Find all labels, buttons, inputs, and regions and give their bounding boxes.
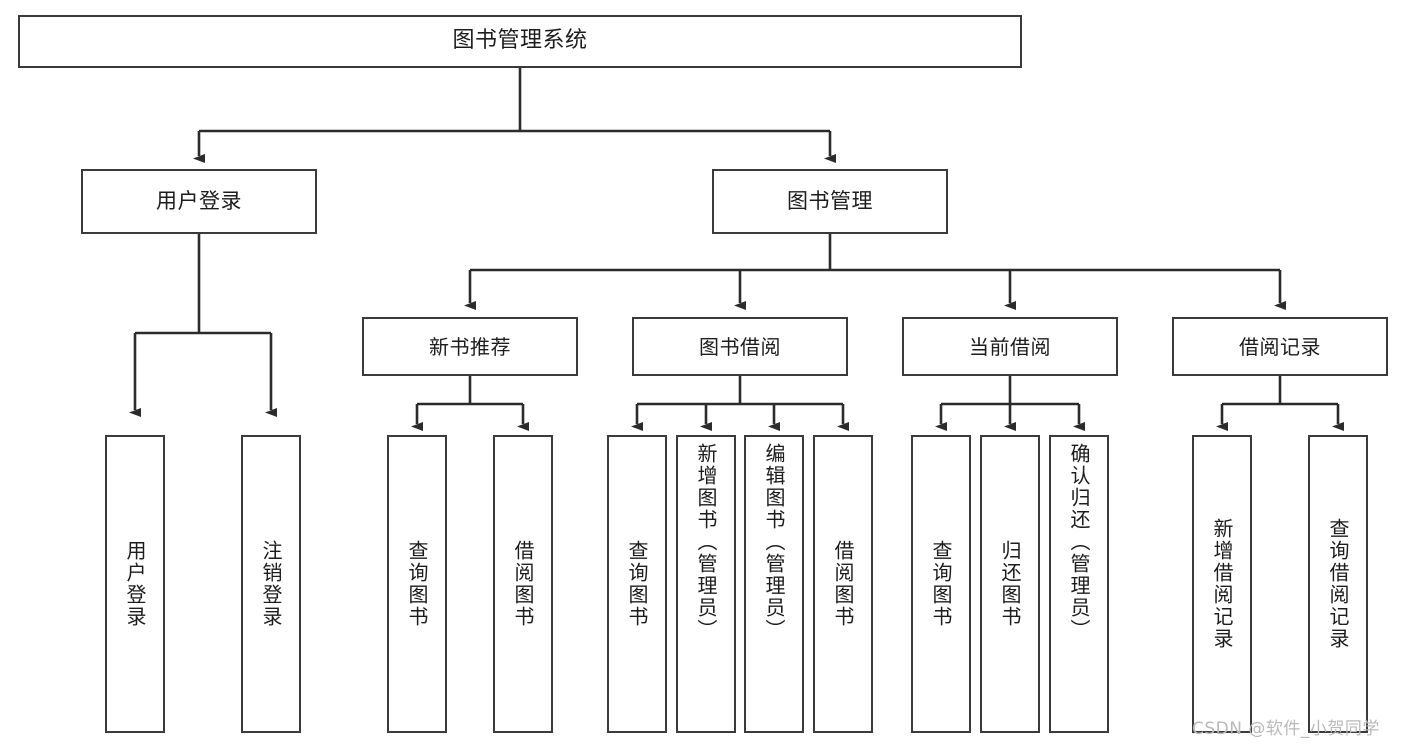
node-label: 查询借阅记录 xyxy=(1326,518,1350,650)
node-label: 图书管理系统 xyxy=(452,28,588,54)
node-label: 用户登录 xyxy=(123,540,147,628)
node-label: 查询图书 xyxy=(929,540,953,628)
node-label: 图书管理 xyxy=(787,188,873,213)
leaf-book-borrow-edit-book-admin[interactable]: 编辑图书（管理员） xyxy=(744,435,804,733)
leaf-user-login-login[interactable]: 用户登录 xyxy=(105,435,165,733)
leaf-borrow-record-add-record[interactable]: 新增借阅记录 xyxy=(1192,435,1252,733)
node-book-management[interactable]: 图书管理 xyxy=(712,169,948,234)
leaf-new-book-query-book[interactable]: 查询图书 xyxy=(387,435,447,733)
leaf-new-book-borrow-book[interactable]: 借阅图书 xyxy=(493,435,553,733)
leaf-book-borrow-add-book-admin[interactable]: 新增图书（管理员） xyxy=(676,435,736,733)
node-new-book-recommend[interactable]: 新书推荐 xyxy=(362,317,578,376)
node-root-book-management-system[interactable]: 图书管理系统 xyxy=(18,15,1022,68)
node-label: 查询图书 xyxy=(625,540,649,628)
node-book-borrow[interactable]: 图书借阅 xyxy=(632,317,848,376)
node-user-login[interactable]: 用户登录 xyxy=(81,169,317,234)
leaf-book-borrow-query-book[interactable]: 查询图书 xyxy=(607,435,667,733)
leaf-user-login-logout[interactable]: 注销登录 xyxy=(241,435,301,733)
node-label: 确认归还（管理员） xyxy=(1067,443,1091,641)
leaf-book-borrow-borrow-book[interactable]: 借阅图书 xyxy=(813,435,873,733)
node-label: 新书推荐 xyxy=(429,334,511,359)
csdn-watermark: CSDN @软件_小贺同学 xyxy=(1192,719,1380,739)
node-label: 借阅图书 xyxy=(511,540,535,628)
node-borrow-record[interactable]: 借阅记录 xyxy=(1172,317,1388,376)
node-label: 归还图书 xyxy=(998,540,1022,628)
node-current-borrow[interactable]: 当前借阅 xyxy=(902,317,1118,376)
leaf-borrow-record-query-record[interactable]: 查询借阅记录 xyxy=(1308,435,1368,733)
leaf-current-borrow-return-book[interactable]: 归还图书 xyxy=(980,435,1040,733)
node-label: 查询图书 xyxy=(405,540,429,628)
node-label: 新增借阅记录 xyxy=(1210,518,1234,650)
node-label: 新增图书（管理员） xyxy=(694,443,718,641)
node-label: 当前借阅 xyxy=(969,334,1051,359)
node-label: 注销登录 xyxy=(259,540,283,628)
node-label: 图书借阅 xyxy=(699,334,781,359)
leaf-current-borrow-query-book[interactable]: 查询图书 xyxy=(911,435,971,733)
leaf-current-borrow-confirm-return-admin[interactable]: 确认归还（管理员） xyxy=(1049,435,1109,733)
node-label: 编辑图书（管理员） xyxy=(762,443,786,641)
node-label: 借阅图书 xyxy=(831,540,855,628)
node-label: 借阅记录 xyxy=(1239,334,1321,359)
node-label: 用户登录 xyxy=(156,188,242,213)
